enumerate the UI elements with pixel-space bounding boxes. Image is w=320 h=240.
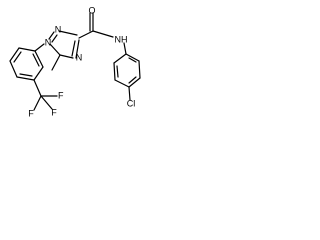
bond-ring2-f — [113, 53, 127, 64]
bond-ring1-c — [9, 60, 18, 78]
atom-label-n-ring-right: N — [76, 52, 83, 62]
bond-c5-n1 — [49, 43, 61, 56]
bond-ring1-f — [34, 50, 44, 68]
bond-n1-aryl — [34, 43, 45, 52]
bond-n4-c5 — [59, 54, 74, 59]
bond-cf3-f2 — [33, 95, 42, 111]
bond-ring2-d — [114, 79, 130, 88]
atom-label-f3: F — [51, 107, 57, 117]
bond-aryl-cl — [128, 86, 131, 101]
bond-ring1-double-1 — [13, 51, 22, 63]
bond-c3-n4 — [75, 39, 80, 59]
bond-ring1-e — [33, 66, 44, 81]
background — [0, 0, 168, 137]
bond-n1-n2-double-inner — [51, 34, 58, 43]
bond-ring2-c — [128, 77, 141, 88]
bond-aryl-cf3 — [33, 79, 42, 97]
bond-ring2-double-2 — [128, 76, 137, 84]
molecule-structure: N N N O NH Cl F F F — [0, 0, 168, 137]
bond-ring2-b — [138, 60, 141, 79]
bond-ring1-b — [9, 47, 20, 62]
bond-n-top-c3 — [58, 30, 78, 36]
bond-c3-n4-double-inner — [71, 40, 76, 57]
bond-ring2-e — [113, 62, 116, 81]
atom-label-o: O — [88, 5, 95, 15]
atom-label-f1: F — [58, 90, 64, 100]
bond-n1-n2 — [48, 31, 55, 40]
atom-label-n-top: N — [55, 24, 62, 34]
bond-cf3-f3 — [40, 95, 53, 110]
bond-ring1-double-2 — [19, 73, 33, 77]
bond-c5-methyl — [51, 54, 61, 71]
bond-ring1-double-3 — [32, 53, 40, 67]
bond-ring1-a — [18, 47, 36, 52]
bond-carbonyl-nh — [92, 30, 114, 38]
atom-label-n-ring-left: N — [45, 37, 52, 47]
atom-label-f2: F — [28, 108, 34, 118]
bond-nh-aryl — [123, 42, 127, 55]
bond-ring2-double-3 — [116, 65, 119, 78]
bond-ring2-a — [125, 53, 140, 62]
atom-label-cl: Cl — [127, 98, 136, 108]
bond-ring1-d — [16, 76, 35, 81]
atom-label-nh: NH — [115, 34, 128, 44]
bond-c3-carbonyl — [78, 30, 94, 39]
bond-ring2-double-1 — [128, 57, 137, 63]
